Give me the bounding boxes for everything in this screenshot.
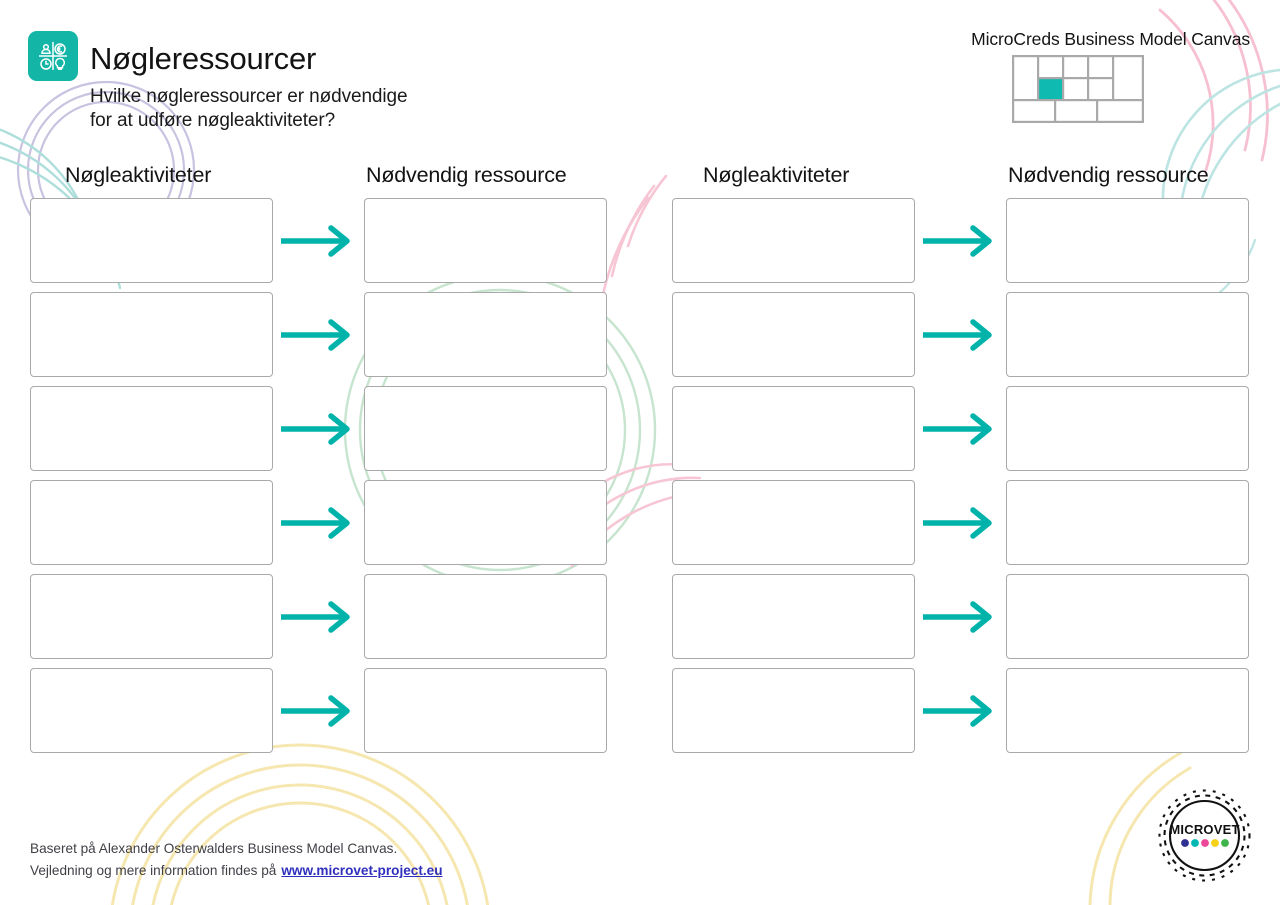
flow-arrow-right: [921, 318, 1001, 351]
activity-box-left[interactable]: [30, 668, 273, 753]
activity-box-right[interactable]: [672, 198, 915, 283]
canvas-label: MicroCreds Business Model Canvas: [971, 29, 1250, 49]
activity-box-left[interactable]: [30, 574, 273, 659]
resource-box-left[interactable]: [364, 386, 607, 471]
flow-arrow-left: [279, 412, 359, 445]
footer-credits: Baseret på Alexander Osterwalders Busine…: [30, 838, 443, 882]
activity-box-right[interactable]: [672, 668, 915, 753]
column-header-key-activities-right: Nøgleaktiviteter: [703, 163, 850, 187]
flow-arrow-left: [279, 318, 359, 351]
flow-arrow-right: [921, 506, 1001, 539]
footer-line-1: Baseret på Alexander Osterwalders Busine…: [30, 841, 398, 856]
column-header-key-activities-left: Nøgleaktiviteter: [65, 163, 212, 187]
activity-box-right[interactable]: [672, 386, 915, 471]
resource-box-right[interactable]: [1006, 574, 1249, 659]
column-header-required-resource-left: Nødvendig ressource: [366, 163, 567, 187]
key-resources-icon: [28, 31, 78, 81]
resource-box-right[interactable]: [1006, 198, 1249, 283]
resource-box-right[interactable]: [1006, 480, 1249, 565]
flow-arrow-left: [279, 506, 359, 539]
flow-arrow-left: [279, 694, 359, 727]
activity-box-right[interactable]: [672, 574, 915, 659]
resource-box-right[interactable]: [1006, 668, 1249, 753]
resource-box-left[interactable]: [364, 292, 607, 377]
column-header-required-resource-right: Nødvendig ressource: [1008, 163, 1209, 187]
activity-box-right[interactable]: [672, 480, 915, 565]
activity-box-left[interactable]: [30, 480, 273, 565]
resource-box-right[interactable]: [1006, 386, 1249, 471]
flow-arrow-right: [921, 224, 1001, 257]
mini-canvas-map: [1012, 55, 1144, 123]
microvet-logo-text: MICROVET: [1169, 822, 1239, 837]
activity-box-left[interactable]: [30, 292, 273, 377]
resource-box-right[interactable]: [1006, 292, 1249, 377]
activity-box-right[interactable]: [672, 292, 915, 377]
microvet-project-link[interactable]: www.microvet-project.eu: [281, 863, 443, 878]
activity-box-left[interactable]: [30, 198, 273, 283]
microvet-logo: MICROVET: [1157, 788, 1252, 883]
microvet-logo-dots: [1181, 839, 1229, 847]
page-subtitle: Hvilke nøgleressourcer er nødvendige for…: [90, 86, 408, 131]
flow-arrow-left: [279, 224, 359, 257]
activity-box-left[interactable]: [30, 386, 273, 471]
footer-line-2-text: Vejledning og mere information findes på: [30, 863, 277, 878]
flow-arrow-left: [279, 600, 359, 633]
resource-box-left[interactable]: [364, 198, 607, 283]
page-title: Nøgleressourcer: [90, 41, 317, 76]
resource-box-left[interactable]: [364, 574, 607, 659]
flow-arrow-right: [921, 600, 1001, 633]
flow-arrow-right: [921, 412, 1001, 445]
resource-box-left[interactable]: [364, 480, 607, 565]
footer-line-2: Vejledning og mere information findes på…: [30, 860, 443, 882]
flow-arrow-right: [921, 694, 1001, 727]
resource-box-left[interactable]: [364, 668, 607, 753]
